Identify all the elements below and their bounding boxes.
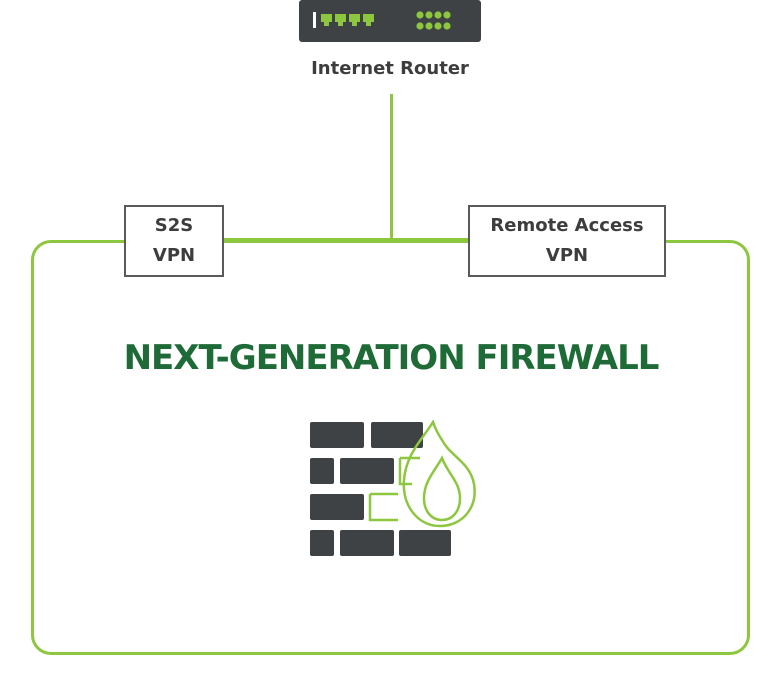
firewall-flame-icon: [310, 419, 480, 560]
top-connector-line: [223, 238, 470, 241]
router-ports-graphic: [313, 11, 451, 30]
s2s-vpn-line2: VPN: [152, 245, 196, 266]
router-icon: [299, 0, 481, 42]
firewall-container: [31, 240, 750, 655]
router-label: Internet Router: [311, 58, 469, 79]
remote-access-vpn-line2: VPN: [545, 245, 589, 266]
s2s-vpn-line1: S2S: [154, 215, 194, 236]
remote-access-vpn-box: Remote Access VPN: [468, 205, 666, 277]
firewall-title: NEXT-GENERATION FIREWALL: [123, 338, 660, 378]
remote-access-vpn-line1: Remote Access: [490, 215, 644, 236]
router-uplink-line: [390, 94, 393, 242]
s2s-vpn-box: S2S VPN: [124, 205, 224, 277]
